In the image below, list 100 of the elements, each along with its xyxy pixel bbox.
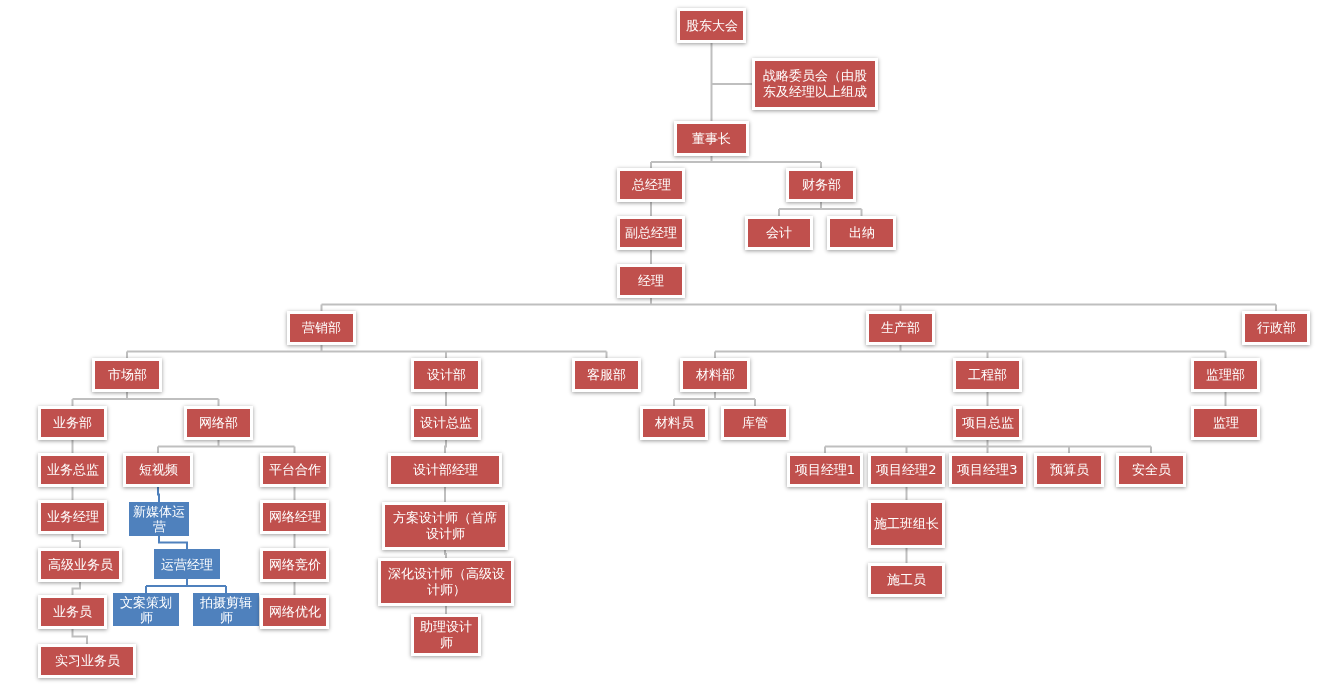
position-title: 深化设计师（高级设计师） bbox=[386, 566, 506, 598]
position-box bbox=[617, 216, 685, 250]
position-box bbox=[411, 406, 481, 440]
connector-line bbox=[320, 303, 323, 312]
connector-line bbox=[710, 83, 753, 85]
position-box bbox=[260, 500, 329, 534]
connector-line bbox=[71, 581, 81, 596]
position-title: 高级业务员 bbox=[47, 557, 113, 573]
connector-line bbox=[986, 391, 989, 407]
position-title: 网络优化 bbox=[268, 604, 321, 620]
connector-line bbox=[754, 398, 756, 407]
connector-line bbox=[157, 486, 160, 503]
position-box bbox=[38, 500, 107, 534]
connector-line bbox=[905, 486, 908, 501]
connector-line bbox=[444, 549, 447, 559]
position-title: 生产部 bbox=[881, 320, 920, 336]
position-title: 短视频 bbox=[138, 462, 178, 478]
connector-line bbox=[899, 303, 902, 312]
position-title: 股东大会 bbox=[685, 17, 738, 34]
connector-line bbox=[1150, 445, 1152, 454]
connector-line bbox=[1224, 391, 1227, 407]
connector-line bbox=[145, 585, 147, 594]
position-title: 工程部 bbox=[968, 367, 1007, 383]
connector-line bbox=[71, 486, 74, 501]
position-title: 网络竞价 bbox=[268, 557, 321, 573]
connector-line bbox=[320, 297, 1277, 306]
position-box bbox=[260, 595, 329, 629]
position-box bbox=[287, 311, 356, 345]
connector-line bbox=[650, 161, 652, 169]
position-title: 会计 bbox=[766, 225, 792, 241]
position-title: 项目经理2 bbox=[876, 462, 937, 478]
connector-line bbox=[650, 155, 822, 163]
position-title: 经理 bbox=[638, 273, 664, 289]
connector-line bbox=[217, 398, 220, 407]
position-title: 市场部 bbox=[107, 367, 147, 383]
connector-line bbox=[71, 398, 74, 407]
position-title: 财务部 bbox=[801, 177, 841, 193]
connector-line bbox=[145, 578, 227, 587]
position-box bbox=[388, 453, 502, 487]
position-title: 行政部 bbox=[1256, 320, 1296, 336]
position-title: 安全员 bbox=[1131, 462, 1171, 478]
position-title: 项目经理3 bbox=[957, 462, 1018, 478]
position-title: 材料员 bbox=[654, 415, 694, 431]
position-title: 网络部 bbox=[199, 415, 238, 431]
position-title: 设计部经理 bbox=[412, 462, 478, 478]
position-title: 新媒体运营 bbox=[133, 504, 185, 534]
connector-line bbox=[293, 445, 296, 454]
position-box bbox=[38, 406, 107, 440]
position-title: 总经理 bbox=[631, 177, 671, 193]
position-box bbox=[123, 453, 193, 487]
connector-line bbox=[905, 445, 908, 454]
position-box bbox=[1191, 358, 1260, 392]
position-box bbox=[617, 264, 685, 298]
position-box bbox=[752, 58, 878, 110]
position-box bbox=[868, 563, 945, 597]
position-title: 项目经理1 bbox=[794, 462, 856, 478]
connector-line bbox=[714, 350, 716, 359]
position-box bbox=[382, 502, 508, 550]
connector-line bbox=[1275, 303, 1277, 312]
position-box bbox=[260, 548, 329, 582]
connector-line bbox=[1224, 350, 1227, 359]
position-box bbox=[868, 500, 945, 548]
position-title: 设计总监 bbox=[420, 415, 472, 431]
position-title: 拍摄剪辑师 bbox=[199, 594, 253, 625]
position-box bbox=[1242, 311, 1310, 345]
connector-line bbox=[71, 533, 81, 549]
connector-line bbox=[650, 249, 652, 265]
position-title: 副总经理 bbox=[625, 225, 677, 241]
position-box bbox=[680, 358, 750, 392]
connector-line bbox=[710, 42, 713, 85]
connector-line bbox=[126, 350, 128, 359]
position-box bbox=[786, 168, 856, 202]
position-box bbox=[866, 311, 935, 345]
position-box bbox=[949, 453, 1026, 487]
connector-line bbox=[71, 391, 220, 400]
position-title: 方案设计师（首席设计师 bbox=[392, 510, 498, 542]
position-box bbox=[1191, 406, 1260, 440]
position-title: 运营经理 bbox=[161, 556, 213, 572]
connector-line bbox=[778, 208, 780, 217]
connector-line bbox=[293, 486, 296, 501]
position-title: 项目总监 bbox=[961, 415, 1014, 431]
position-title: 实习业务员 bbox=[54, 653, 120, 669]
position-title: 客服部 bbox=[587, 367, 626, 383]
connector-line bbox=[710, 83, 713, 122]
position-title: 预算员 bbox=[1049, 462, 1089, 478]
position-box bbox=[721, 406, 789, 440]
connector-line bbox=[824, 439, 1152, 448]
connector-line bbox=[71, 628, 88, 645]
connector-line bbox=[778, 201, 863, 210]
position-box bbox=[92, 358, 162, 392]
connector-line bbox=[714, 344, 1227, 353]
connector-line bbox=[673, 391, 756, 400]
position-box bbox=[953, 358, 1022, 392]
position-box bbox=[38, 595, 107, 629]
connector-line bbox=[157, 445, 159, 454]
position-box bbox=[378, 558, 514, 606]
position-box bbox=[38, 548, 122, 582]
connector-line bbox=[293, 533, 296, 549]
position-title: 董事长 bbox=[692, 130, 731, 147]
connector-line bbox=[986, 350, 989, 359]
